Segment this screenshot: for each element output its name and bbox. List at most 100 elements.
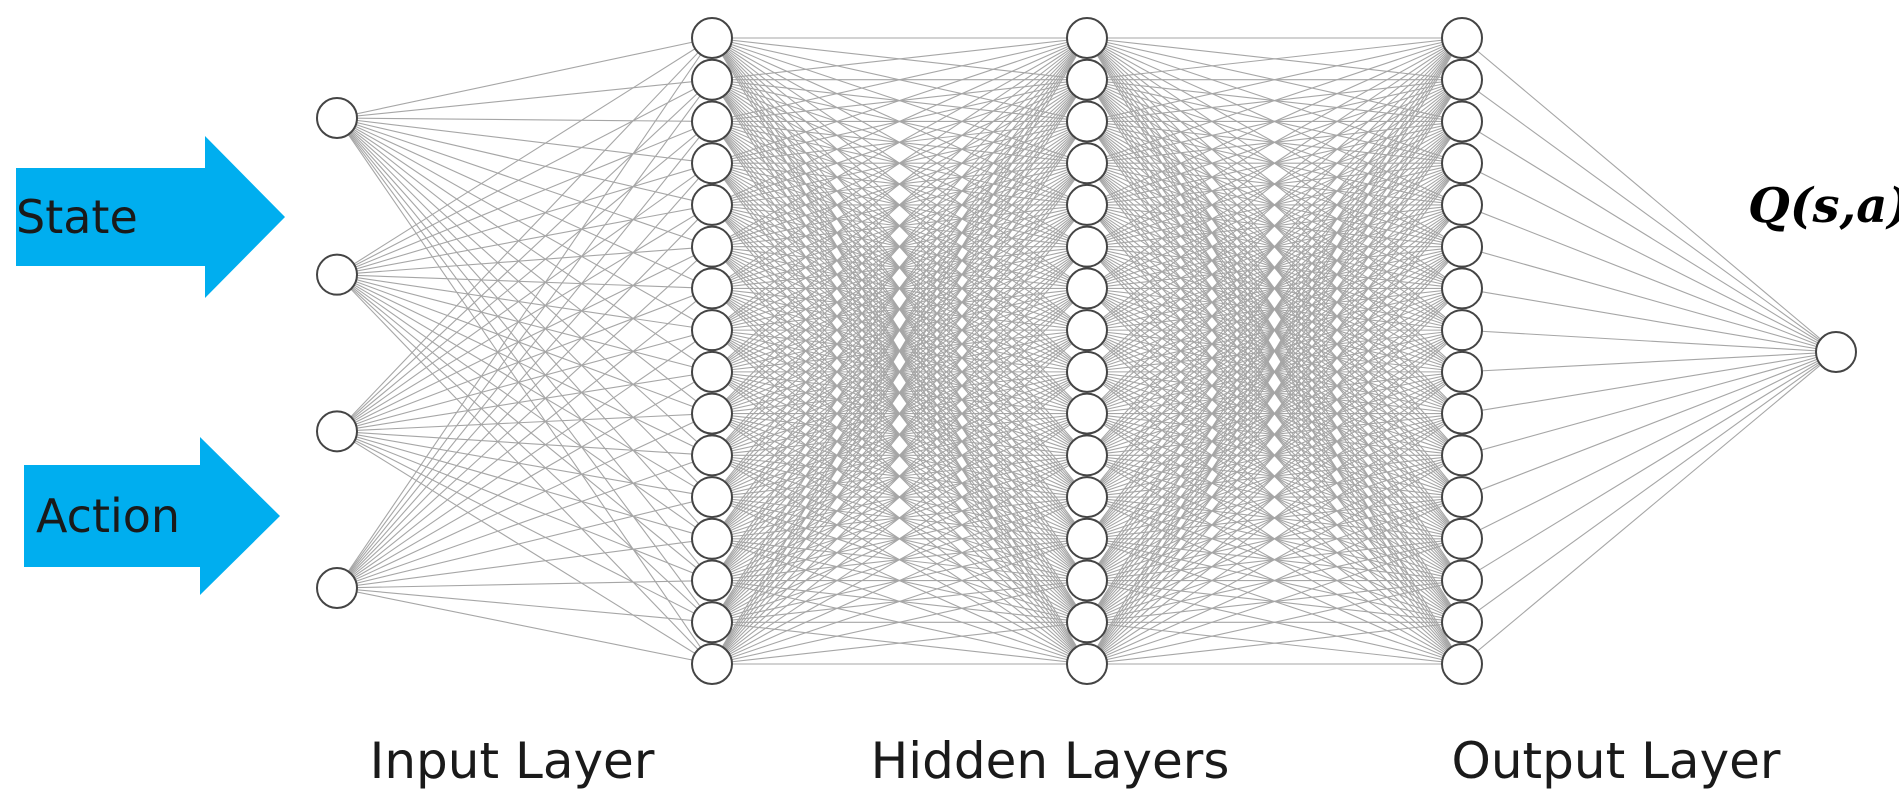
connection-line — [336, 117, 713, 415]
connection-line — [336, 579, 713, 589]
connection-line — [336, 162, 713, 589]
connection-line — [336, 79, 713, 276]
connection-line — [336, 587, 713, 623]
hidden-3-neuron — [1441, 643, 1483, 685]
connection-line — [336, 121, 713, 589]
connection-line — [336, 371, 713, 589]
connection-line — [1461, 351, 1837, 498]
connection-line — [336, 430, 713, 540]
connection-line — [711, 37, 1088, 123]
connection-line — [336, 37, 713, 119]
hidden-2-neuron — [1066, 517, 1108, 560]
connection-line — [711, 37, 1088, 164]
hidden-2-neuron — [1066, 309, 1108, 352]
connection-line — [336, 117, 713, 123]
connection-line — [336, 117, 713, 623]
connection-line — [1086, 121, 1463, 665]
input-neuron — [316, 253, 358, 296]
connection-line — [336, 117, 713, 248]
hidden-1-neuron — [691, 100, 733, 143]
connection-line — [336, 117, 713, 373]
connection-line — [336, 117, 713, 456]
connection-line — [711, 37, 1088, 373]
connection-line — [1461, 351, 1837, 582]
connection-line — [336, 117, 713, 581]
connections — [336, 37, 1837, 665]
connection-line — [336, 37, 713, 276]
hidden-1-neuron — [691, 601, 733, 644]
hidden-2-neuron — [1066, 476, 1108, 519]
action-arrow: Action — [24, 437, 280, 595]
hidden-1-neuron — [691, 643, 733, 685]
hidden-1-neuron — [691, 517, 733, 560]
connection-line — [336, 204, 713, 589]
hidden-1-neuron — [691, 350, 733, 393]
connection-line — [1086, 162, 1463, 665]
hidden-1-neuron — [691, 309, 733, 352]
connection-line — [336, 117, 713, 206]
connection-line — [1461, 120, 1837, 353]
hidden-2-neuron — [1066, 350, 1108, 393]
input-neuron — [316, 567, 358, 609]
connection-line — [1086, 371, 1463, 665]
connection-line — [1461, 37, 1837, 353]
input-neuron — [316, 410, 358, 453]
action-arrow-shape — [24, 437, 280, 595]
hidden-1-neuron — [691, 559, 733, 602]
connection-line — [336, 274, 713, 623]
connection-line — [1086, 204, 1463, 665]
action-label: Action — [36, 489, 180, 543]
hidden-3-neuron — [1441, 350, 1483, 393]
connection-line — [1086, 37, 1463, 331]
connection-line — [1086, 454, 1463, 665]
connection-line — [1461, 246, 1837, 353]
hidden-3-neuron — [1441, 559, 1483, 602]
hidden-2-neuron — [1066, 142, 1108, 185]
connection-line — [1461, 329, 1837, 353]
connection-line — [711, 37, 1088, 248]
connection-line — [336, 121, 713, 432]
connection-line — [336, 287, 713, 589]
connection-line — [1461, 351, 1837, 623]
connection-line — [1086, 413, 1463, 665]
connection-line — [711, 37, 1088, 456]
connection-line — [336, 117, 713, 164]
output-neuron — [1815, 331, 1857, 373]
connection-line — [336, 79, 713, 589]
connection-line — [336, 37, 713, 589]
connection-line — [1086, 538, 1463, 665]
connection-line — [711, 162, 1088, 665]
connection-line — [336, 79, 713, 432]
connection-line — [1086, 37, 1463, 498]
hidden-3-neuron — [1441, 434, 1483, 477]
connection-line — [336, 496, 713, 589]
connection-line — [336, 204, 713, 432]
hidden-3-neuron — [1441, 58, 1483, 101]
connection-line — [336, 117, 713, 665]
input-neuron — [316, 97, 358, 139]
state-label: State — [16, 190, 138, 244]
connection-line — [1086, 579, 1463, 665]
connection-line — [1086, 37, 1463, 581]
connection-line — [336, 430, 713, 665]
connection-line — [336, 274, 713, 415]
connection-line — [336, 329, 713, 432]
input-layer-label: Input Layer — [370, 732, 655, 790]
hidden-2-neuron — [1066, 225, 1108, 268]
connection-line — [336, 117, 713, 331]
hidden-3-neuron — [1441, 100, 1483, 143]
connection-line — [1086, 37, 1463, 373]
connection-line — [711, 454, 1088, 665]
connection-line — [336, 587, 713, 665]
connection-line — [336, 246, 713, 432]
connection-line — [336, 274, 713, 456]
state-arrow-shape — [16, 136, 285, 298]
hidden-1-neuron — [691, 392, 733, 435]
connection-line — [711, 37, 1088, 331]
output-layer-label: Output Layer — [1452, 732, 1781, 790]
hidden-1-neuron — [691, 434, 733, 477]
connection-line — [1086, 496, 1463, 665]
connection-line — [711, 37, 1088, 665]
connection-line — [336, 430, 713, 498]
connection-line — [336, 162, 713, 276]
